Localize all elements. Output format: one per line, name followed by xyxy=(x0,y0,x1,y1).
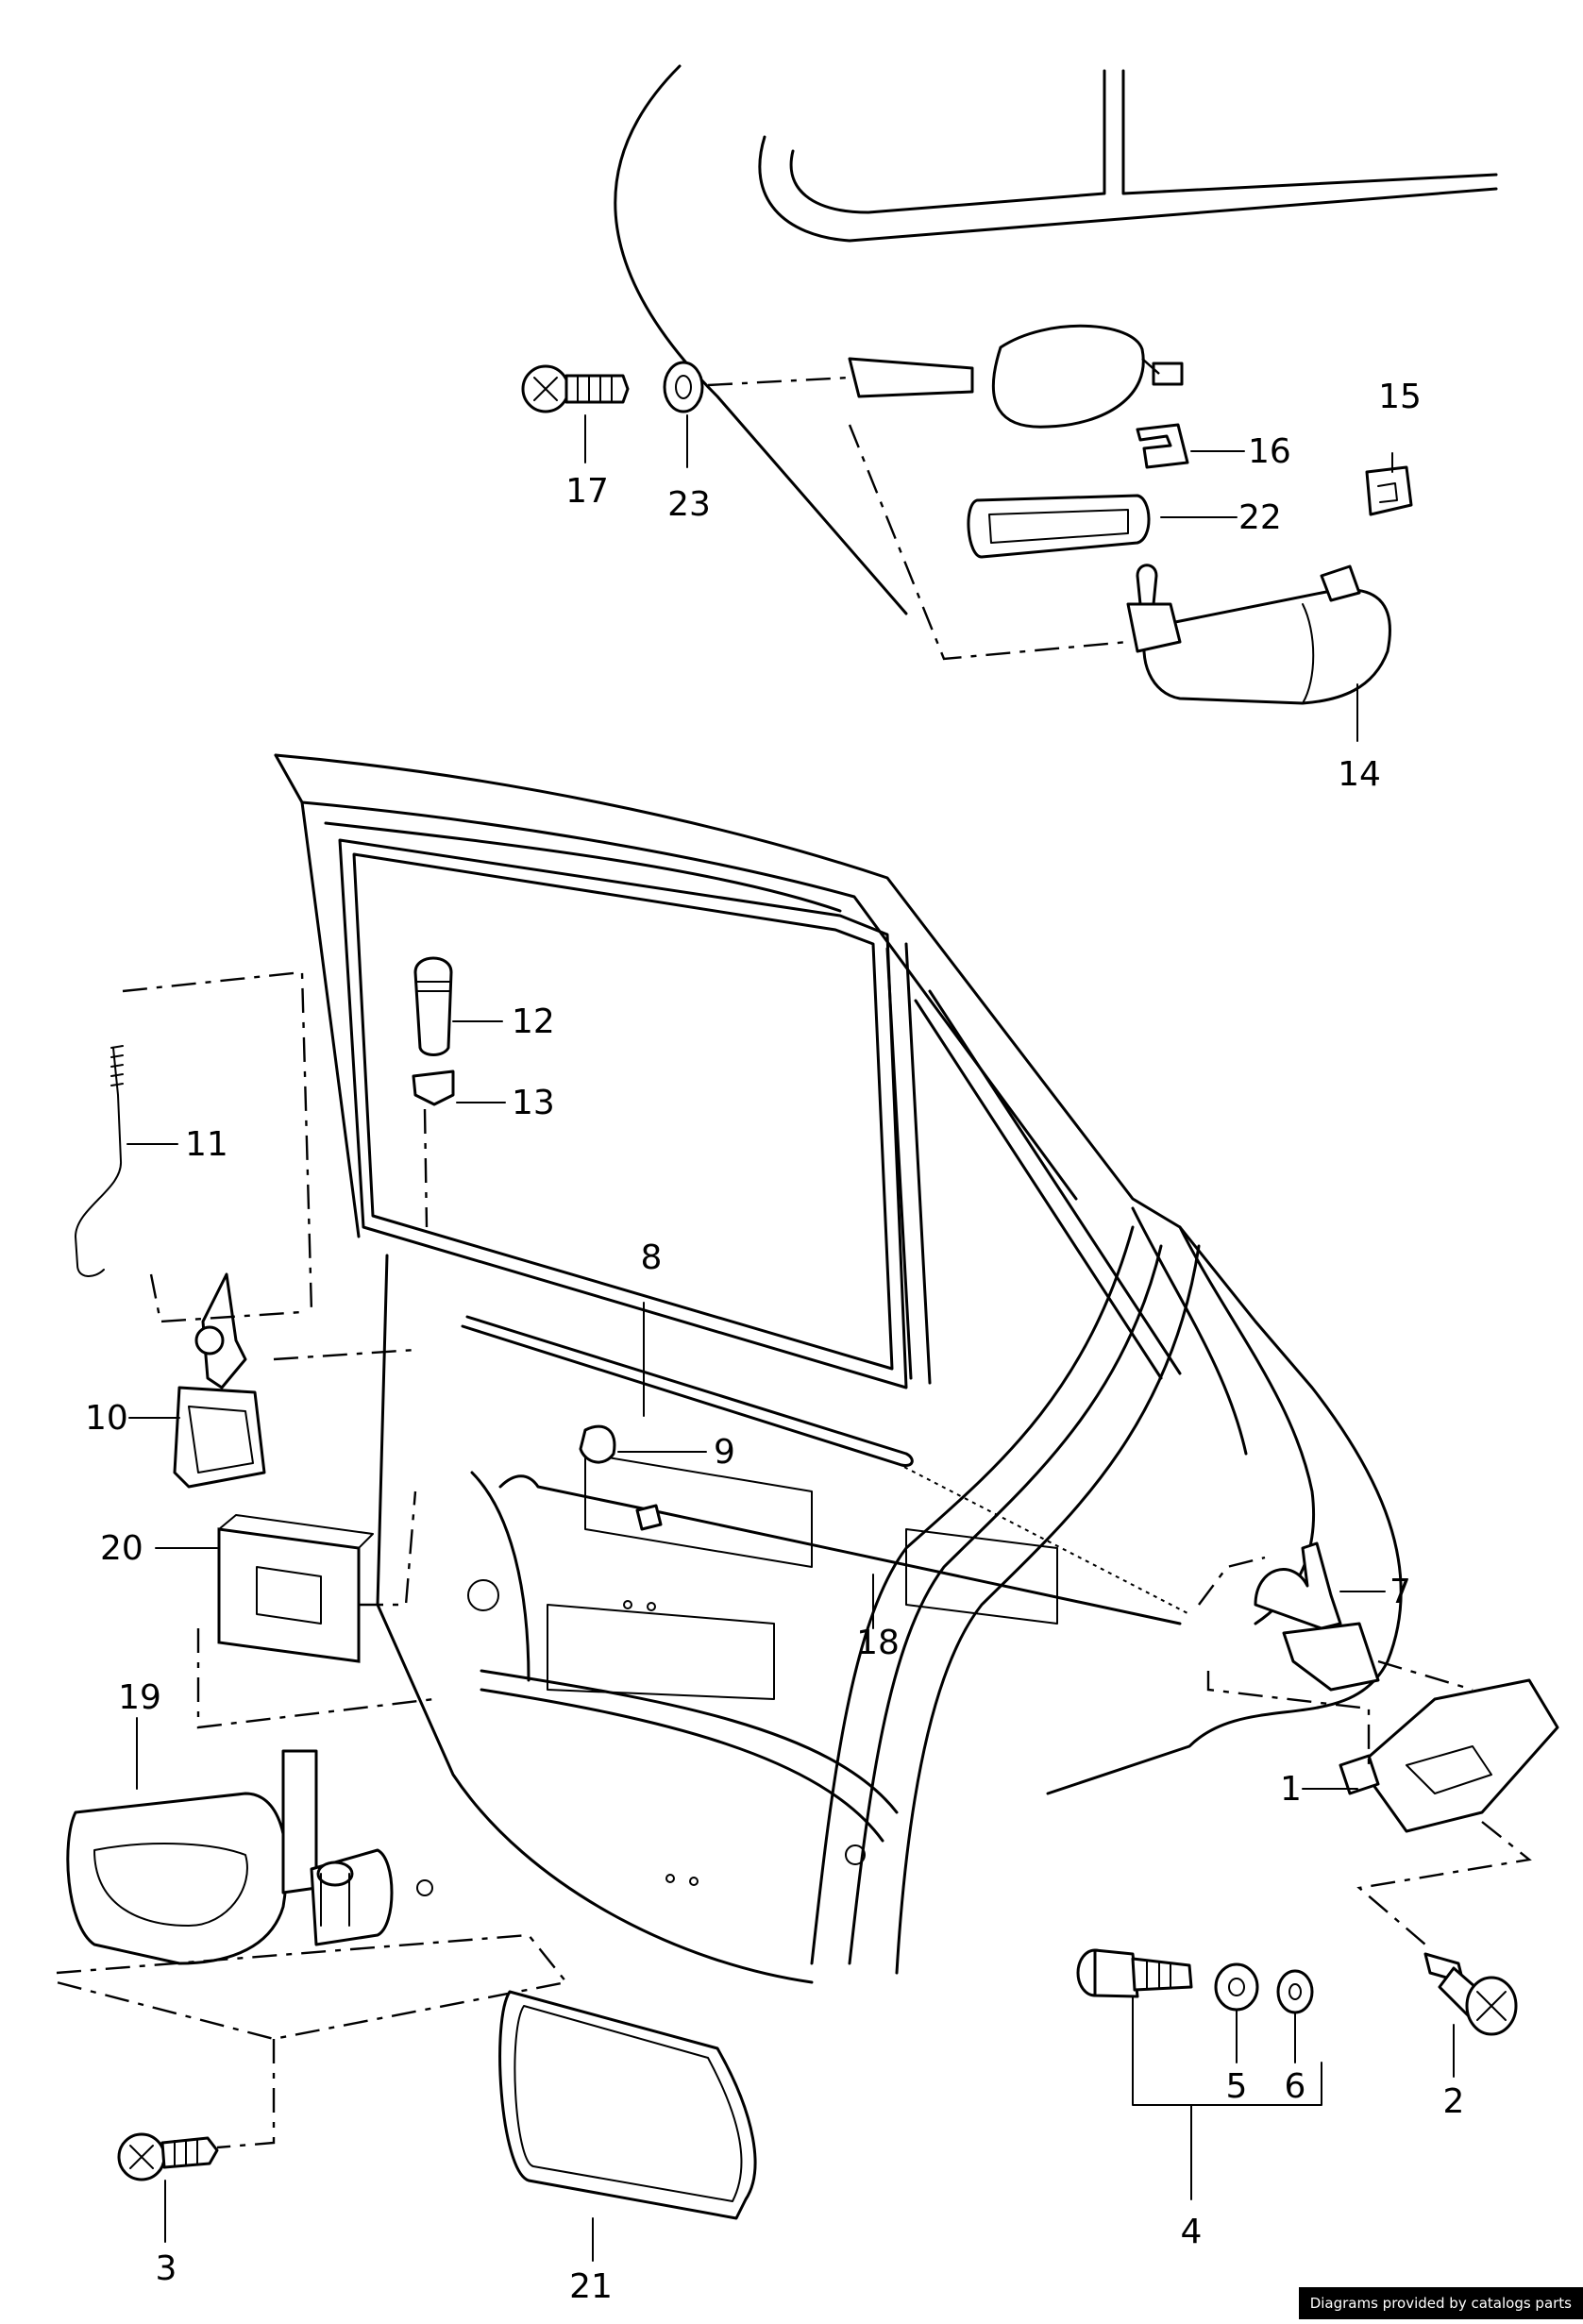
callout-20: 20 xyxy=(100,1529,143,1568)
lock-rod-8 xyxy=(461,1315,914,1468)
callout-13: 13 xyxy=(512,1084,555,1122)
outer-door-handle-14 xyxy=(1126,564,1391,705)
callout-22: 22 xyxy=(1238,498,1282,537)
callout-10: 10 xyxy=(85,1399,128,1438)
lock-actuator-10 xyxy=(149,1272,416,1489)
callout-labels: 15 16 17 23 22 14 12 13 11 8 9 10 7 20 1… xyxy=(85,378,1464,2306)
callout-19: 19 xyxy=(118,1678,161,1717)
callout-21: 21 xyxy=(569,2267,613,2306)
callout-3: 3 xyxy=(156,2249,177,2288)
release-rod-18 xyxy=(498,1474,1182,1625)
lock-button-12 xyxy=(413,956,453,1056)
callout-1: 1 xyxy=(1280,1770,1302,1809)
leader-lines xyxy=(126,414,1455,2262)
diagram-credit: Diagrams provided by catalogs parts xyxy=(1298,2287,1583,2319)
callout-23: 23 xyxy=(667,485,711,524)
callout-18: 18 xyxy=(856,1624,900,1662)
washer-23 xyxy=(663,361,704,413)
callout-12: 12 xyxy=(512,1002,555,1041)
exterior-handle-parts xyxy=(521,324,1413,705)
rear-door-shell xyxy=(274,753,1403,1984)
washer-6 xyxy=(1276,1969,1314,2014)
callout-16: 16 xyxy=(1248,432,1291,471)
callout-5: 5 xyxy=(1226,2067,1248,2106)
screw-2 xyxy=(1423,1952,1518,2036)
clip-9 xyxy=(579,1424,616,1464)
door-lock-1 xyxy=(1206,1671,1559,1945)
callout-7: 7 xyxy=(1389,1573,1411,1611)
bushing-5 xyxy=(1214,1962,1259,2012)
callout-6: 6 xyxy=(1285,2067,1306,2106)
screw-17 xyxy=(521,364,630,413)
callout-4: 4 xyxy=(1181,2213,1203,2251)
lever-7 xyxy=(1198,1541,1474,1692)
foam-pad-20 xyxy=(196,1490,435,1729)
inner-handle-19 xyxy=(56,1749,569,2149)
callout-8: 8 xyxy=(641,1238,663,1277)
callout-2: 2 xyxy=(1443,2082,1465,2121)
callout-11: 11 xyxy=(185,1125,228,1164)
callout-14: 14 xyxy=(1338,755,1381,794)
screw-3 xyxy=(117,2132,219,2181)
trim-bezel-21 xyxy=(498,1990,757,2220)
callout-17: 17 xyxy=(565,472,609,511)
bolt-4 xyxy=(1076,1948,1193,1998)
callout-15: 15 xyxy=(1378,378,1422,416)
lock-rod-11 xyxy=(75,970,313,1313)
callout-9: 9 xyxy=(714,1433,735,1472)
guide-13 xyxy=(412,1069,455,1228)
